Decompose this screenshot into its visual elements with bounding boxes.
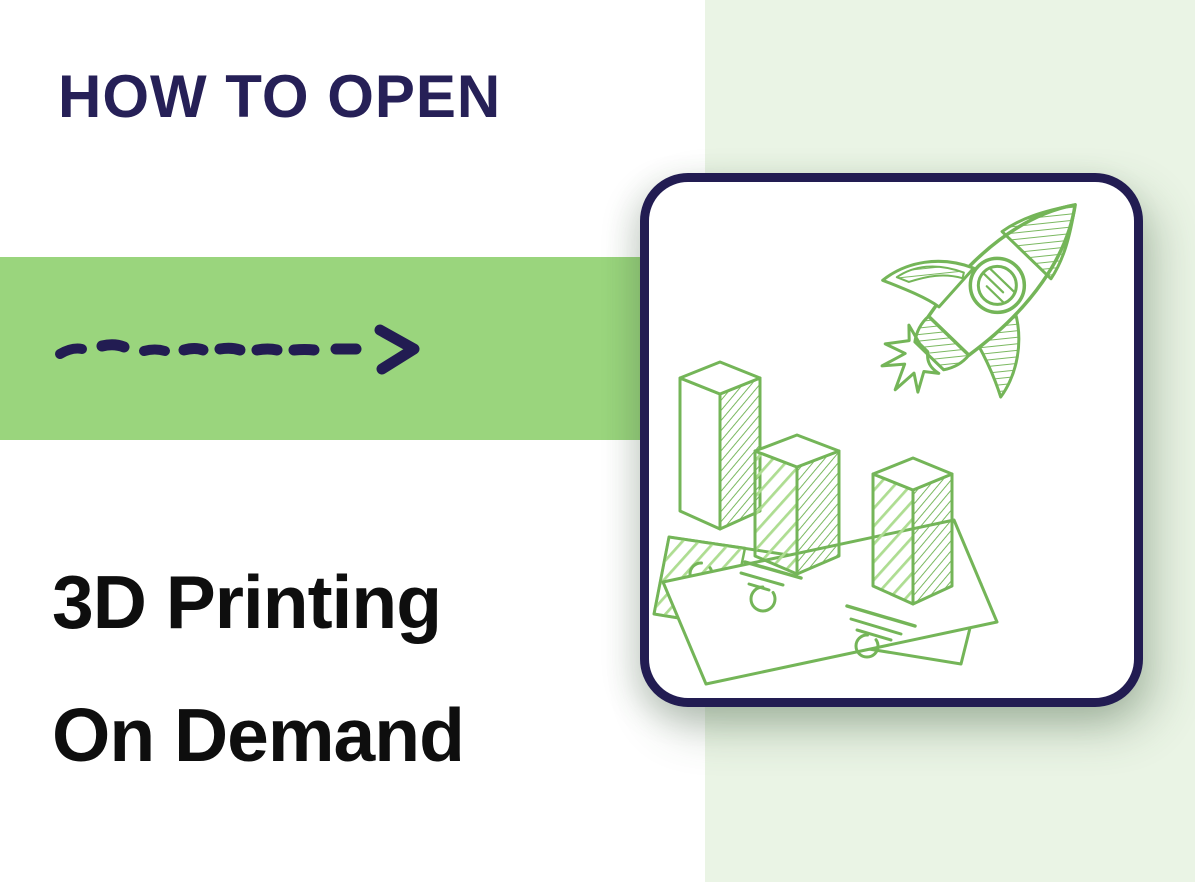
- subtitle-line2: On Demand: [52, 693, 465, 777]
- bar-chart-sketch: [678, 360, 954, 606]
- subtitle-line1: 3D Printing: [52, 560, 442, 644]
- illustration-card: [640, 173, 1143, 707]
- rocket-flame: [880, 323, 941, 394]
- rocket-sketch: [880, 203, 1077, 399]
- page-title: HOW TO OPEN: [58, 63, 502, 130]
- dashed-arrow-icon: [50, 322, 430, 378]
- rocket-bar-chart-sketch-icon: [652, 203, 1077, 686]
- subtitle: 3D Printing On Demand: [52, 536, 465, 802]
